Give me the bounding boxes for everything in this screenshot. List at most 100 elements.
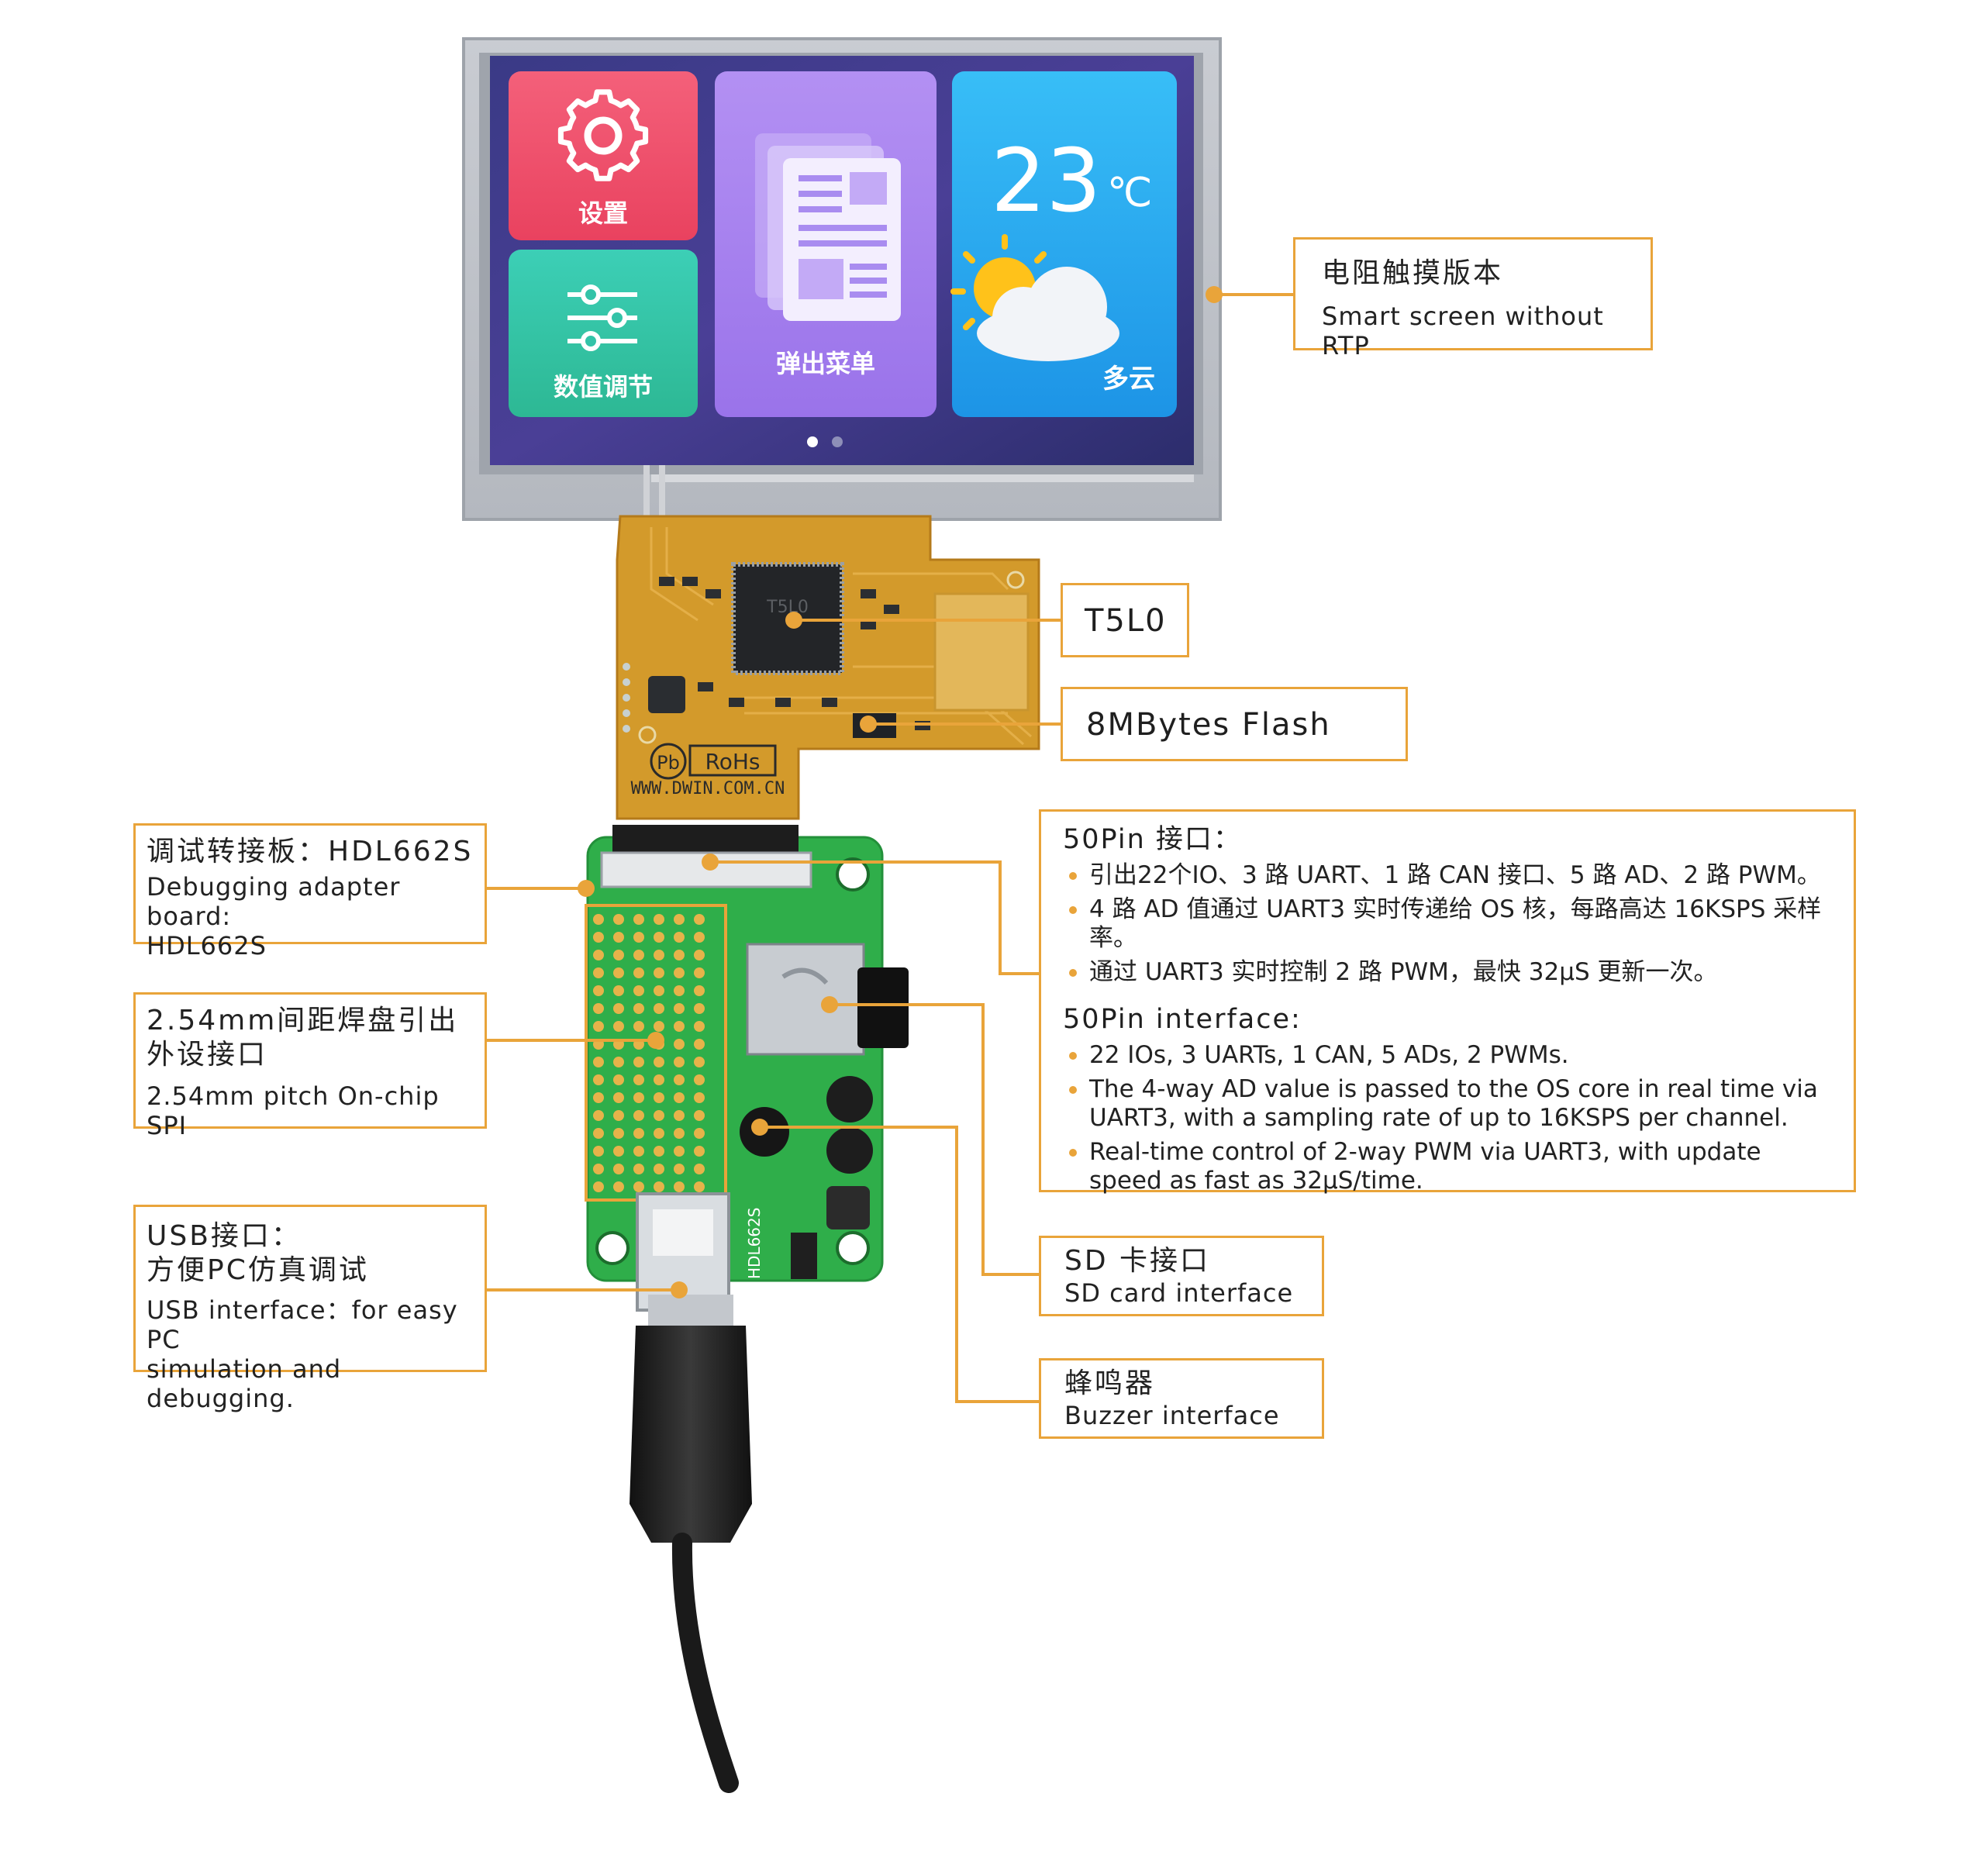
callout-50pin-item-cn: 通过 UART3 实时控制 2 路 PWM，最快 32μS 更新一次。	[1063, 958, 1832, 987]
solder-pad	[633, 914, 644, 925]
solder-pad	[674, 1181, 685, 1192]
solder-pad	[633, 1092, 644, 1103]
solder-pad	[694, 1128, 705, 1139]
solder-pad	[694, 1074, 705, 1085]
callout-flash: 8MBytes Flash	[1061, 687, 1408, 761]
solder-pad	[674, 914, 685, 925]
lcd-module: 设置 数值调节	[462, 37, 1222, 521]
solder-pad	[674, 1057, 685, 1067]
solder-pad	[613, 1110, 624, 1121]
power-ic	[648, 676, 685, 713]
solder-pad	[694, 1057, 705, 1067]
solder-pad	[654, 1003, 664, 1014]
solder-pad	[694, 914, 705, 925]
solder-pad	[633, 1003, 644, 1014]
solder-pad	[654, 1074, 664, 1085]
page-dot[interactable]	[832, 436, 843, 447]
callout-pitch-en: 2.54mm pitch On-chip SPI	[147, 1081, 440, 1140]
solder-pad	[633, 1021, 644, 1032]
solder-pad	[593, 1057, 604, 1067]
callout-adapter-en1: Debugging adapter board:	[147, 872, 401, 931]
tile-value-adjust[interactable]: 数值调节	[509, 250, 698, 417]
tile-weather[interactable]: 23 ℃ 多云	[950, 71, 1177, 417]
solder-pad	[613, 967, 624, 978]
flex-shield-pad	[933, 592, 1030, 712]
callout-t5l0-label: T5L0	[1085, 603, 1167, 639]
solder-pad	[654, 1110, 664, 1121]
callout-adapter-cn: 调试转接板：HDL662S	[147, 836, 474, 867]
solder-pad	[593, 1021, 604, 1032]
solder-pad	[593, 985, 604, 996]
mount-hole	[595, 857, 870, 1265]
touch-film-trace	[659, 465, 665, 519]
solder-pad	[613, 932, 624, 943]
tile-value-adjust-label: 数值调节	[554, 372, 653, 402]
solder-pad	[633, 967, 644, 978]
gear-icon	[557, 89, 649, 181]
callout-flash-label: 8MBytes Flash	[1086, 707, 1331, 743]
svg-text:RoHs: RoHs	[705, 749, 761, 774]
solder-pad	[694, 1110, 705, 1121]
solder-pad	[694, 1039, 705, 1050]
usb-plug-housing	[630, 1326, 752, 1543]
solder-pad	[633, 950, 644, 960]
solder-pad	[674, 1146, 685, 1157]
solder-pad	[633, 1164, 644, 1174]
small-ic	[791, 1233, 817, 1279]
usb-cable-wire	[671, 1533, 739, 1793]
solder-pad	[674, 1039, 685, 1050]
callout-50pin-item-cn: 引出22个IO、3 路 UART、1 路 CAN 接口、5 路 AD、2 路 P…	[1063, 861, 1832, 890]
sliders-icon	[567, 285, 637, 351]
adapter-model-mark: HDL662S	[745, 1208, 764, 1279]
callout-buzzer-en: Buzzer interface	[1064, 1401, 1280, 1430]
callout-touch-en: Smart screen without RTP	[1322, 302, 1604, 360]
solder-pad	[613, 1146, 624, 1157]
solder-pad	[674, 932, 685, 943]
solder-pad	[654, 1181, 664, 1192]
solder-pad	[654, 950, 664, 960]
capacitor	[826, 1076, 873, 1174]
callout-adapter-board: 调试转接板：HDL662S Debugging adapter board: H…	[133, 823, 487, 960]
tile-popup-menu[interactable]: 弹出菜单	[715, 71, 937, 417]
temperature-value: 23	[991, 131, 1102, 232]
solder-pad	[633, 985, 644, 996]
callout-buzzer: 蜂鸣器 Buzzer interface	[1039, 1358, 1324, 1439]
solder-pad	[613, 985, 624, 996]
callout-sd-cn: SD 卡接口	[1064, 1245, 1211, 1277]
solder-pad	[694, 967, 705, 978]
solder-pad	[674, 1003, 685, 1014]
solder-pad	[613, 1181, 624, 1192]
callout-50pin-head-cn: 50Pin 接口：	[1063, 824, 1242, 855]
solder-pad	[674, 1092, 685, 1103]
solder-pad	[593, 932, 604, 943]
page-dot-active[interactable]	[807, 436, 818, 447]
solder-pad	[633, 1074, 644, 1085]
solder-pad	[593, 914, 604, 925]
solder-pad	[654, 1092, 664, 1103]
solder-pad	[593, 1128, 604, 1139]
solder-pad	[593, 1164, 604, 1174]
solder-pad	[694, 1003, 705, 1014]
tile-settings[interactable]: 设置	[509, 71, 698, 240]
solder-pad	[593, 1110, 604, 1121]
cloud-icon	[977, 267, 1119, 361]
pad-grid	[593, 914, 705, 1192]
solder-pad	[613, 1074, 624, 1085]
solder-pad	[593, 1074, 604, 1085]
callout-50pin-list-en: 22 IOs, 3 UARTs, 1 CAN, 5 ADs, 2 PWMs. T…	[1063, 1041, 1832, 1195]
solder-pad	[613, 1057, 624, 1067]
solder-pad	[654, 1021, 664, 1032]
callout-50pin-item-cn: 4 路 AD 值通过 UART3 实时传递给 OS 核，每路高达 16KSPS …	[1063, 895, 1832, 953]
solder-pad	[613, 1021, 624, 1032]
solder-pad	[613, 950, 624, 960]
callout-usb: USB接口： 方便PC仿真调试 USB interface：for easy P…	[133, 1205, 487, 1413]
solder-pad	[654, 1057, 664, 1067]
solder-pad	[694, 1021, 705, 1032]
callout-pitch-cn1: 2.54mm间距焊盘引出	[147, 1005, 459, 1036]
solder-pad	[654, 1146, 664, 1157]
callout-touch-cn: 电阻触摸版本	[1322, 257, 1504, 289]
solder-pad	[613, 914, 624, 925]
solder-pad	[694, 932, 705, 943]
callout-sd-en: SD card interface	[1064, 1278, 1294, 1308]
